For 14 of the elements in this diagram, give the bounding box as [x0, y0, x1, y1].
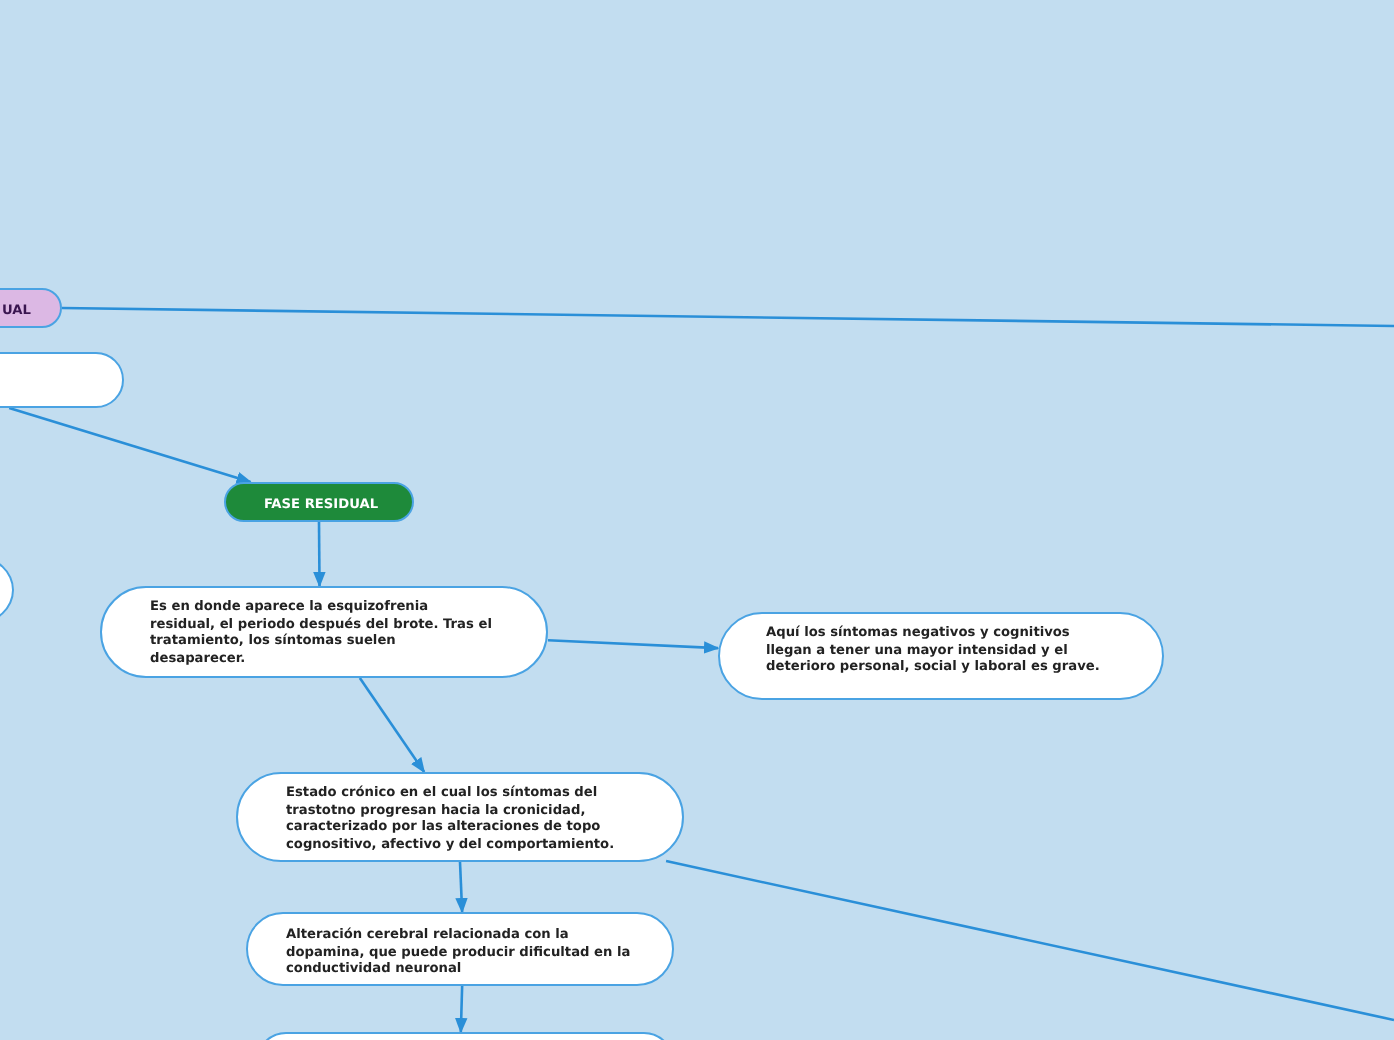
arrow	[455, 861, 468, 914]
arrow	[455, 985, 468, 1034]
arrow	[313, 522, 326, 588]
connector-line	[62, 306, 1394, 328]
arrow	[358, 677, 426, 774]
arrow	[8, 406, 253, 484]
connector-line	[665, 859, 1394, 1022]
empty-pill	[0, 352, 124, 408]
text-pill	[718, 612, 1164, 700]
arrow	[547, 639, 720, 654]
phase-pill	[224, 482, 414, 522]
text-pill	[100, 586, 548, 678]
text-pill	[246, 912, 674, 986]
text-pill	[236, 772, 684, 862]
